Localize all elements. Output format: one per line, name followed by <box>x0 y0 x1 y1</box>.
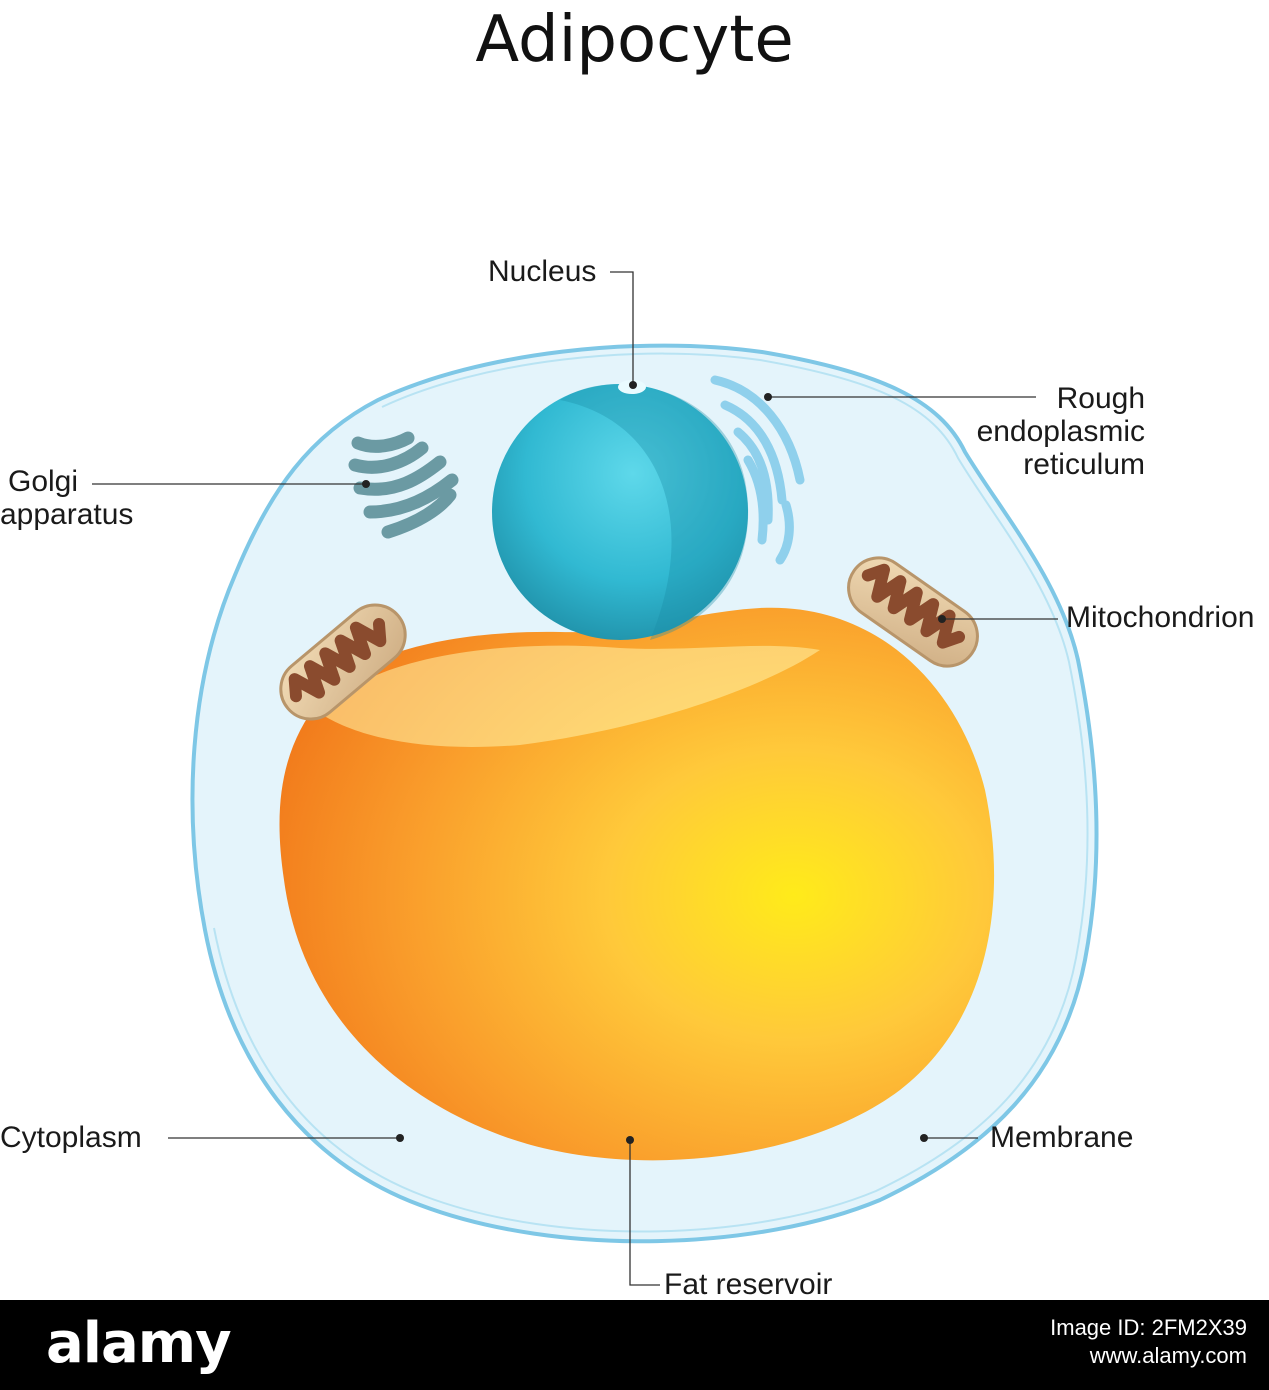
label-mitochondrion: Mitochondrion <box>1066 601 1255 634</box>
label-rough-er: Rough endoplasmic reticulum <box>977 382 1145 481</box>
label-rough-er-line-1: Rough <box>1056 382 1145 415</box>
brand-logo: alamy <box>46 1311 232 1376</box>
label-membrane: Membrane <box>990 1121 1134 1154</box>
cell-membrane-inner <box>213 352 1089 1233</box>
image-id: Image ID: 2FM2X39 <box>1050 1315 1247 1340</box>
mitochondrion-right <box>847 556 979 668</box>
label-fat-reservoir: Fat reservoir <box>664 1268 833 1301</box>
mitochondrion-left <box>279 603 407 721</box>
label-nucleus: Nucleus <box>488 255 597 288</box>
site-url: www.alamy.com <box>1089 1343 1247 1368</box>
leader-lines <box>92 271 1058 1286</box>
label-golgi-line-2: apparatus <box>0 498 134 531</box>
watermark-footer: alamy Image ID: 2FM2X39 www.alamy.com <box>0 1300 1269 1390</box>
leader-fat-reservoir <box>629 1140 660 1286</box>
label-rough-er-line-2: endoplasmic <box>976 415 1145 448</box>
adipocyte-diagram <box>92 271 1099 1286</box>
label-golgi-line-1: Golgi <box>8 465 79 498</box>
diagram-title: Adipocyte <box>475 3 794 77</box>
label-rough-er-line-3: reticulum <box>1023 448 1145 481</box>
golgi-apparatus <box>348 431 459 539</box>
nucleus-shading <box>560 384 749 640</box>
label-golgi: Golgi apparatus <box>0 465 133 531</box>
leader-dots <box>362 381 946 1144</box>
fat-reservoir-highlight <box>318 645 820 747</box>
label-cytoplasm: Cytoplasm <box>0 1121 142 1154</box>
nucleus <box>492 384 748 640</box>
image-id-block: Image ID: 2FM2X39 www.alamy.com <box>1050 1314 1247 1370</box>
rough-er <box>710 375 805 565</box>
leader-nucleus <box>610 271 634 385</box>
